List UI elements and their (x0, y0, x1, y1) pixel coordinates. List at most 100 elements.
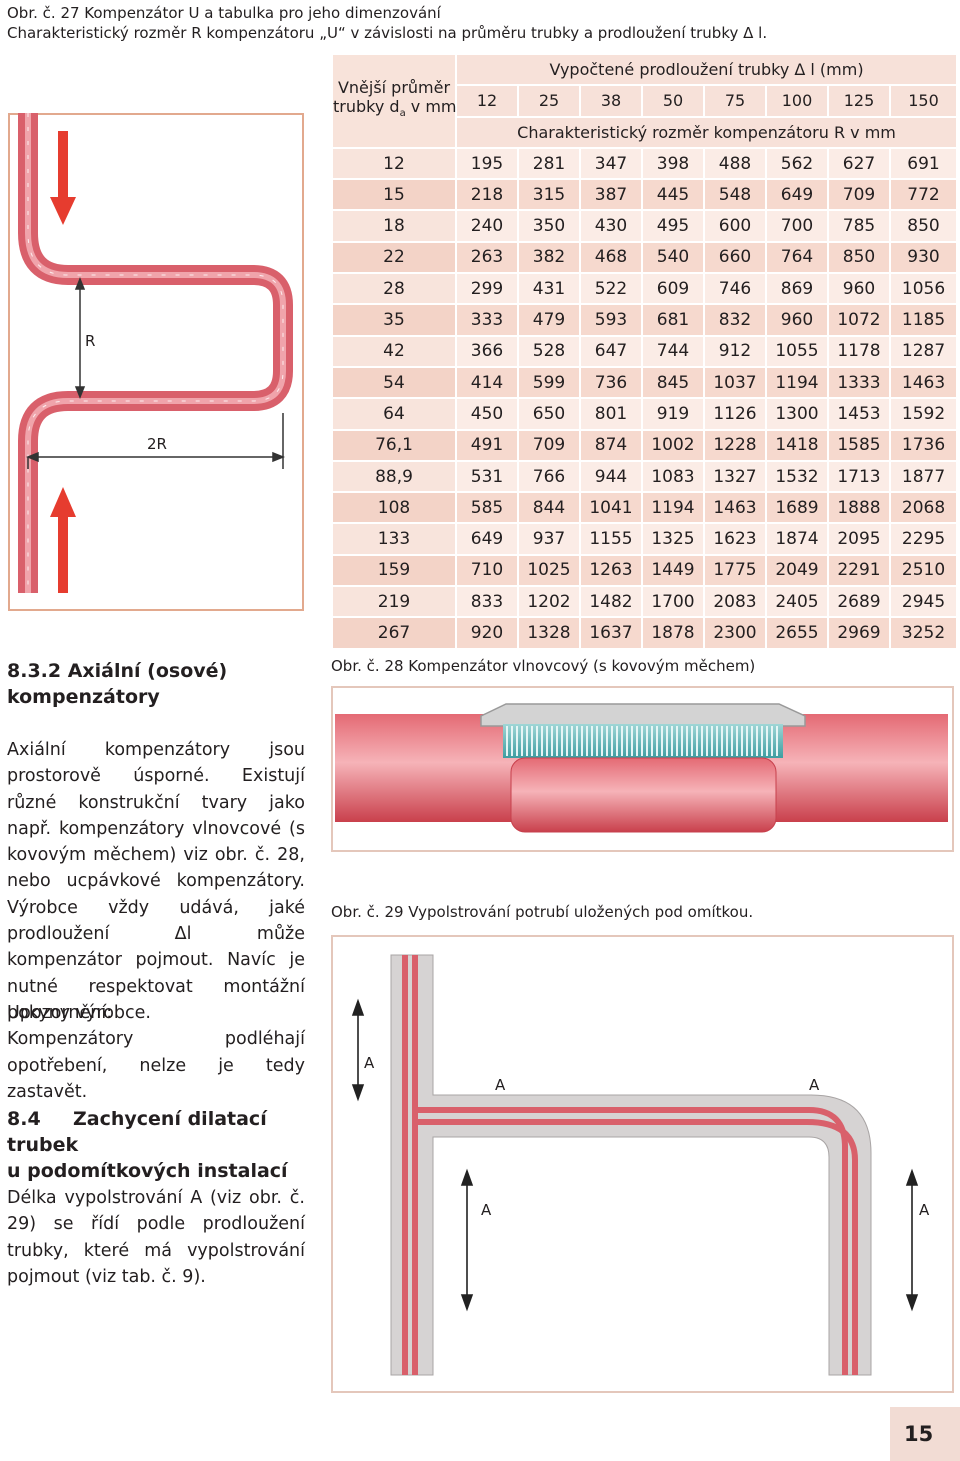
dimension-cell: 1041 (579, 491, 642, 524)
dimension-cell: 263 (455, 240, 518, 274)
note-label: Upozornění: (7, 1003, 113, 1023)
diameter-cell: 64 (331, 397, 456, 430)
dimension-cell: 2049 (765, 553, 828, 587)
dimension-cell: 2291 (827, 553, 890, 587)
dimension-cell: 599 (517, 365, 580, 399)
dimension-cell: 445 (641, 178, 704, 211)
label-2r: 2R (147, 435, 167, 453)
label-a-bottom-left: A (481, 1201, 492, 1219)
left-pipe (335, 714, 535, 822)
dimension-cell: 347 (579, 146, 642, 180)
dimension-cell: 1037 (703, 365, 766, 399)
u-compensator-figure: R 2R (8, 113, 304, 611)
dimension-cell: 1072 (827, 303, 890, 336)
dimension-cell: 540 (641, 240, 704, 274)
dimension-cell: 1055 (765, 334, 828, 367)
dimension-cell: 1263 (579, 553, 642, 587)
dimension-cell: 299 (455, 272, 518, 305)
dimension-cell: 414 (455, 365, 518, 399)
dimension-cell: 766 (517, 459, 580, 493)
diameter-cell: 12 (331, 146, 456, 180)
arrow-up-icon (50, 487, 76, 593)
dimension-cell: 691 (888, 146, 957, 180)
label-a-horizontal-left: A (495, 1076, 506, 1094)
diameter-cell: 159 (331, 553, 456, 587)
insulation (390, 954, 872, 1376)
dimension-cell: 869 (765, 272, 828, 305)
dimension-cell: 382 (517, 240, 580, 274)
dimension-cell: 845 (641, 365, 704, 399)
dimension-cell: 1637 (579, 616, 642, 648)
fig27-subtitle: Charakteristický rozměr R kompenzátoru „… (7, 24, 768, 42)
dimension-cell: 450 (455, 397, 518, 430)
dimension-cell: 1194 (641, 491, 704, 524)
dimension-cell: 366 (455, 334, 518, 367)
dimension-cell: 218 (455, 178, 518, 211)
dimension-cell: 281 (517, 146, 580, 180)
dimension-cell: 528 (517, 334, 580, 367)
dimension-cell: 1126 (703, 397, 766, 430)
diameter-cell: 76,1 (331, 428, 456, 461)
diameter-cell: 133 (331, 522, 456, 555)
dimension-cell: 785 (827, 209, 890, 242)
u-compensator-drawing (18, 113, 293, 593)
padding-length-paragraph: Délka vypolstrování A (viz obr. č. 29) s… (7, 1188, 305, 1287)
fig29-caption: Obr. č. 29 Vypolstrování potrubí uložený… (331, 903, 754, 921)
elongation-value: 125 (827, 84, 890, 117)
dimension-cell: 430 (579, 209, 642, 242)
dimension-cell: 2689 (827, 585, 890, 618)
dimension-cell: 495 (641, 209, 704, 242)
dimension-cell: 491 (455, 428, 518, 461)
dimension-cell: 531 (455, 459, 518, 493)
dimension-cell: 700 (765, 209, 828, 242)
note-text: Kompenzátory podléhají opotřebení, nelze… (7, 1029, 305, 1102)
dimension-cell: 1185 (888, 303, 957, 336)
dimension-cell: 1532 (765, 459, 828, 493)
dimension-cell: 912 (703, 334, 766, 367)
dimension-cell: 2300 (703, 616, 766, 648)
dimension-cell: 488 (703, 146, 766, 180)
elongation-value: 12 (455, 84, 518, 117)
dimension-cell: 2095 (827, 522, 890, 555)
elongation-value: 100 (765, 84, 828, 117)
diameter-cell: 267 (331, 616, 456, 648)
diameter-cell: 18 (331, 209, 456, 242)
dimension-cell: 1325 (641, 522, 704, 555)
bellow-ribs (506, 726, 778, 756)
dimension-cell: 919 (641, 397, 704, 430)
dimension-cell: 649 (455, 522, 518, 555)
label-a-vertical: A (364, 1054, 375, 1072)
dimension-cell: 387 (579, 178, 642, 211)
dimension-cell: 1878 (641, 616, 704, 648)
dimension-cell: 593 (579, 303, 642, 336)
elongation-value: 25 (517, 84, 580, 117)
diameter-header: Vnější průměr trubky da v mm (331, 53, 457, 148)
dimension-cell: 801 (579, 397, 642, 430)
dimension-cell: 1025 (517, 553, 580, 587)
dimension-cell: 1328 (517, 616, 580, 648)
dimension-cell: 1056 (888, 272, 957, 305)
dimension-cell: 600 (703, 209, 766, 242)
dimension-cell: 746 (703, 272, 766, 305)
dimension-2r (25, 413, 286, 469)
dimension-cell: 1592 (888, 397, 957, 430)
dimension-cell: 627 (827, 146, 890, 180)
dimension-cell: 960 (765, 303, 828, 336)
dimension-cell: 2945 (888, 585, 957, 618)
figure-frame (331, 686, 954, 852)
dimension-cell: 522 (579, 272, 642, 305)
dimension-cell: 1736 (888, 428, 957, 461)
dimension-cell: 1002 (641, 428, 704, 461)
dimension-cell: 609 (641, 272, 704, 305)
diameter-cell: 88,9 (331, 459, 456, 493)
diameter-cell: 15 (331, 178, 456, 211)
label-a-horizontal-right: A (809, 1076, 820, 1094)
dimension-cell: 1194 (765, 365, 828, 399)
